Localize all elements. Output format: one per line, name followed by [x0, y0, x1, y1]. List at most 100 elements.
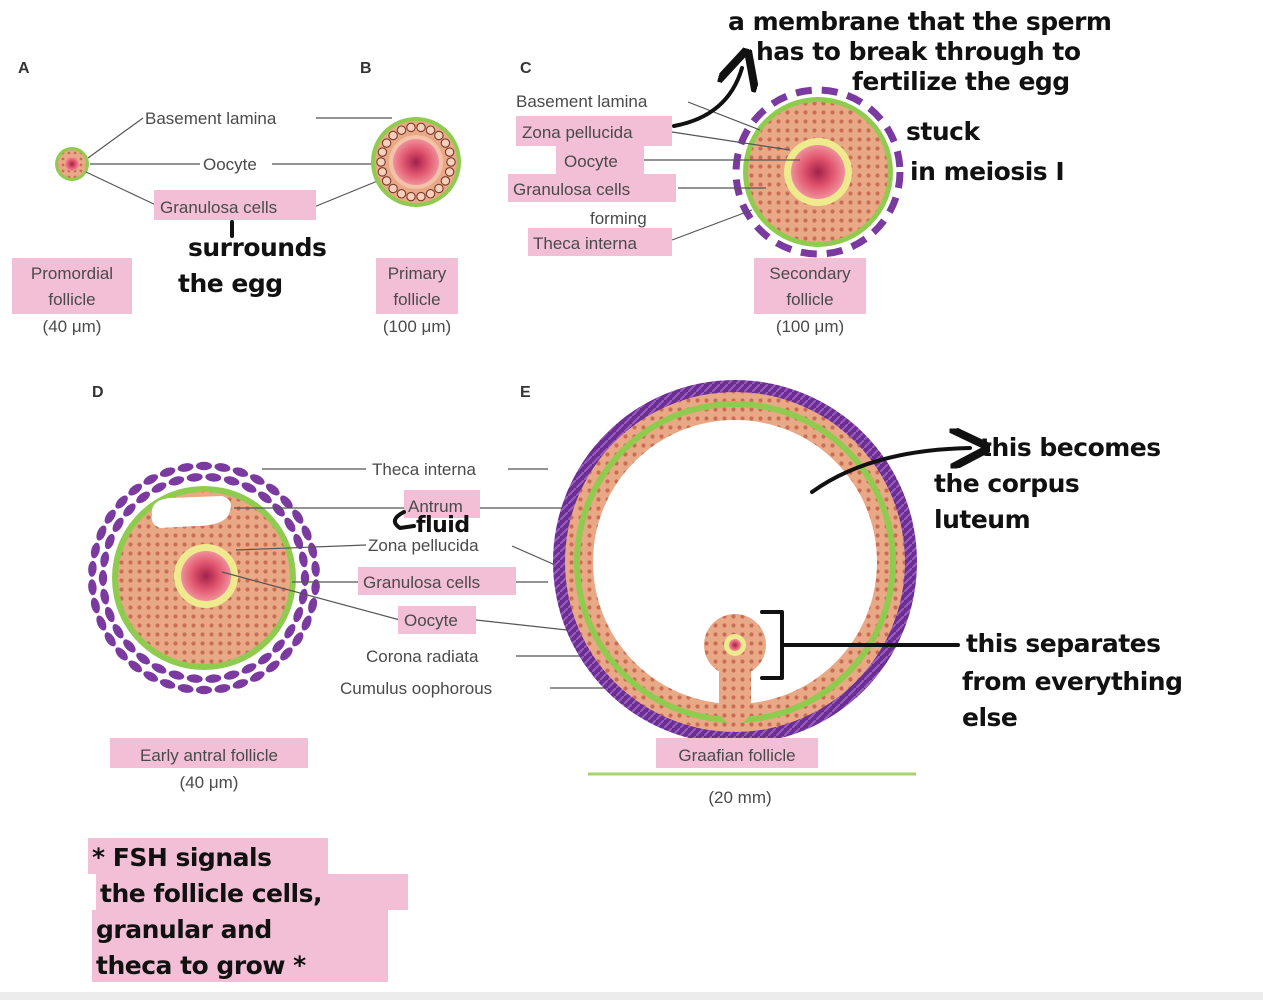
- primary-granulosa-cell: [434, 130, 444, 141]
- b-size: (100 μm): [383, 317, 451, 336]
- theca-cell: [177, 684, 194, 693]
- panel-letter-e: E: [520, 384, 531, 401]
- theca-cell: [96, 525, 107, 541]
- primordial-follicle: [55, 147, 89, 181]
- d-name: Early antral follicle: [140, 746, 278, 765]
- theca-cell: [241, 663, 257, 674]
- a-granulosa-label: Granulosa cells: [160, 198, 277, 217]
- theca-cell: [300, 570, 310, 586]
- panel-letter-a: A: [18, 60, 30, 77]
- primary-granulosa-cell: [444, 167, 455, 177]
- note-stuck-line1: stuck: [906, 117, 981, 146]
- primary-granulosa-cell: [406, 191, 416, 202]
- theca-cell: [90, 542, 100, 559]
- primary-granulosa-cell: [425, 125, 436, 135]
- theca-cell: [115, 495, 128, 509]
- theca-cell: [136, 491, 150, 504]
- theca-cell: [128, 483, 143, 496]
- theca-cell: [272, 503, 285, 517]
- d-size: (40 μm): [180, 773, 239, 792]
- d-cumulus-label: Cumulus oophorous: [340, 679, 492, 698]
- theca-cell: [128, 660, 143, 673]
- c-forming-label: forming: [590, 209, 647, 228]
- c-name-line1: Secondary: [769, 264, 851, 283]
- c-size: (100 μm): [776, 317, 844, 336]
- theca-cell: [104, 632, 116, 647]
- theca-cell: [272, 639, 285, 653]
- c-basement-leader: [687, 101, 761, 131]
- note-corpus-line3: luteum: [934, 505, 1030, 534]
- c-granulosa-label: Granulosa cells: [513, 180, 630, 199]
- note-fsh-highlight2: [96, 874, 408, 910]
- theca-cell: [223, 476, 240, 486]
- note-membrane-arrow: [672, 68, 742, 128]
- d-oocyte-label: Oocyte: [404, 611, 458, 630]
- theca-cell: [249, 671, 265, 682]
- primary-granulosa-cell: [434, 183, 444, 194]
- theca-cell: [232, 467, 249, 477]
- note-corpus-arrow: [810, 448, 970, 494]
- theca-cell: [115, 647, 128, 661]
- theca-cell: [177, 463, 194, 472]
- c-zona-label: Zona pellucida: [522, 123, 633, 142]
- theca-cell: [293, 533, 304, 550]
- graafian-follicle: [553, 380, 917, 744]
- theca-cell: [151, 482, 167, 493]
- c-zona-highlight: [516, 116, 672, 146]
- note-fluid: fluid: [416, 513, 470, 538]
- theca-cell: [232, 679, 249, 689]
- theca-cell: [104, 533, 115, 550]
- a-granulosa-leader: [85, 171, 161, 208]
- primary-granulosa-cell: [381, 138, 392, 148]
- d-oocyte-leader: [221, 571, 401, 621]
- primary-follicle: [371, 117, 461, 207]
- theca-cell: [90, 597, 100, 614]
- a-granulosa-highlight: [154, 190, 316, 220]
- note-membrane-line2: has to break through to: [756, 37, 1081, 66]
- c-name-highlight: [754, 258, 866, 314]
- theca-cell: [258, 491, 272, 504]
- theca-cell: [249, 474, 265, 485]
- theca-cell: [136, 652, 150, 665]
- primary-granulosa-cell: [416, 191, 426, 202]
- primary-granulosa-cell: [381, 176, 392, 186]
- b-name-line1: Primary: [388, 264, 447, 283]
- note-surrounds-line2: the egg: [178, 269, 283, 298]
- note-separates-line3: else: [962, 703, 1017, 732]
- primary-granulosa-cell: [416, 122, 426, 133]
- theca-cell: [258, 652, 272, 665]
- a-basement-leader: [87, 117, 144, 159]
- primary-granulosa-cell: [376, 157, 386, 167]
- c-oocyte-label: Oocyte: [564, 152, 618, 171]
- theca-cell: [293, 606, 304, 623]
- primary-granulosa-cell: [406, 122, 416, 133]
- theca-cell: [104, 606, 115, 623]
- c-name-line2: follicle: [786, 290, 833, 309]
- primary-granulosa-cell: [396, 125, 407, 135]
- primary-granulosa-cell: [388, 183, 398, 194]
- note-surrounds-line1: surrounds: [188, 233, 326, 262]
- theca-cell: [100, 588, 110, 605]
- theca-cell: [311, 560, 320, 577]
- b-name-highlight: [376, 258, 458, 314]
- primary-granulosa-cell: [377, 167, 388, 177]
- c-oocyte-highlight: [556, 146, 644, 174]
- e-name-highlight: [656, 738, 818, 768]
- d-granulosa-label: Granulosa cells: [363, 573, 480, 592]
- theca-cell: [301, 525, 312, 541]
- panel-letter-d: D: [92, 384, 104, 401]
- d-zona-leader: [235, 544, 367, 551]
- d-name-highlight: [110, 738, 308, 768]
- d-theca-label: Theca interna: [372, 460, 476, 479]
- c-basement-label: Basement lamina: [516, 92, 648, 111]
- theca-cell: [214, 684, 231, 693]
- theca-cell: [205, 674, 222, 683]
- theca-cell: [214, 463, 231, 472]
- note-fsh-line3: granular and: [96, 915, 272, 944]
- early-antral-follicle: [88, 461, 320, 695]
- theca-cell: [280, 647, 293, 661]
- theca-cell: [196, 461, 212, 471]
- note-fsh-line1: * FSH signals: [92, 843, 271, 872]
- d-corona-label: Corona radiata: [366, 647, 479, 666]
